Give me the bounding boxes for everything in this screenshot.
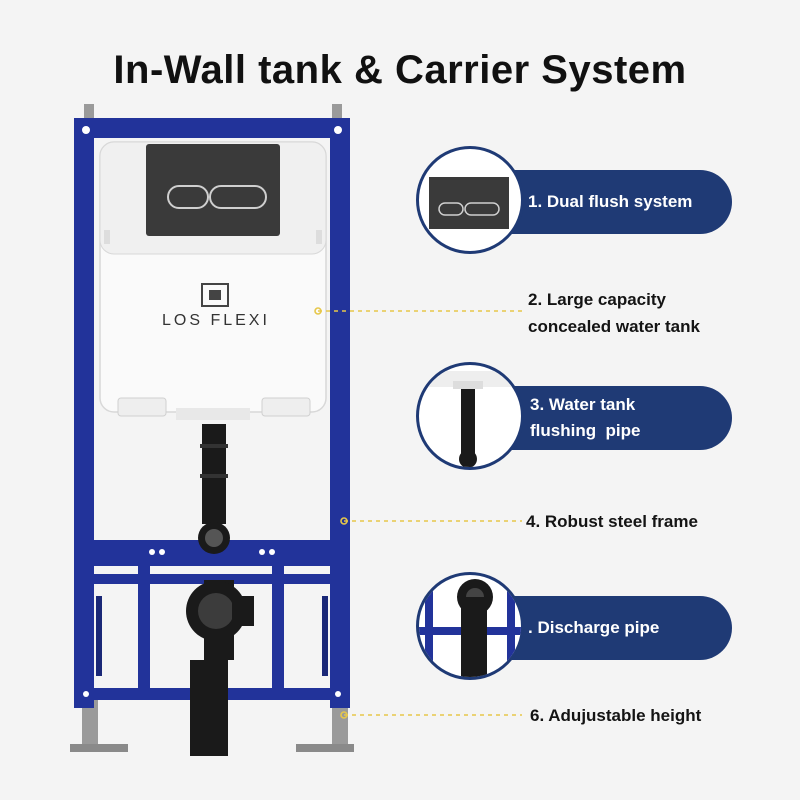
leader-dot-4	[340, 517, 348, 525]
leader-dot-6	[340, 711, 348, 719]
feature-3-line2: flushing pipe	[530, 421, 641, 440]
leader-dot-2	[314, 307, 322, 315]
discharge-pipe-thumbnail	[416, 572, 524, 680]
los-flexi-logo-icon	[201, 283, 229, 307]
steel-frame	[74, 118, 350, 708]
brand-name: LOS FLEXI	[162, 312, 270, 329]
leader-lines	[318, 310, 522, 716]
feature-4-label: 4. Robust steel frame	[526, 512, 698, 531]
flush-plate	[146, 144, 280, 236]
feature-2-label: 2. Large capacity concealed water tank	[528, 286, 700, 340]
flush-plate-thumbnail	[416, 146, 524, 254]
feature-2-line2: concealed water tank	[528, 317, 700, 336]
feature-1-label: 1. Dual flush system	[528, 192, 693, 211]
feature-5-label: . Discharge pipe	[528, 618, 660, 637]
feature-6-label: 6. Adujustable height	[530, 706, 702, 725]
discharge-pipe	[186, 580, 254, 756]
flushing-pipe-thumbnail	[416, 362, 524, 470]
page-title: In-Wall tank & Carrier System	[113, 48, 687, 92]
feature-3-line1: 3. Water tank	[530, 395, 636, 414]
flushing-pipe	[198, 424, 230, 554]
feature-2-line1: 2. Large capacity	[528, 290, 666, 309]
